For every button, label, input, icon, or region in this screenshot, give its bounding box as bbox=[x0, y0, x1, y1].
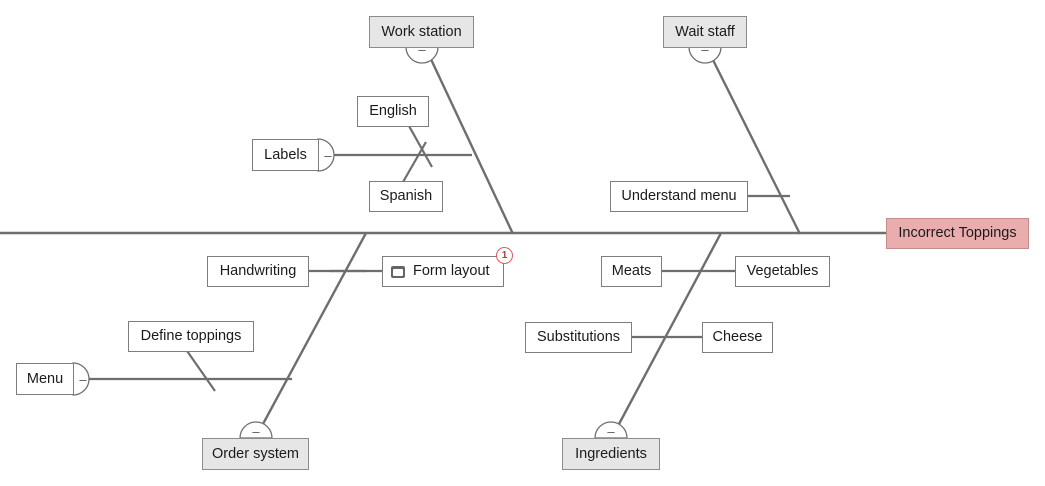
cause-node-meats[interactable]: Meats bbox=[601, 256, 662, 287]
subbone-english bbox=[408, 125, 433, 168]
svg-text:–: – bbox=[79, 372, 87, 387]
node-label: Order system bbox=[211, 445, 299, 462]
collapse-ingredients bbox=[594, 421, 628, 439]
node-label: Labels bbox=[264, 146, 307, 163]
subbone-spanish bbox=[402, 141, 427, 183]
comment-count-badge[interactable]: 1 bbox=[496, 247, 513, 264]
cause-node-define-toppings[interactable]: Define toppings bbox=[128, 321, 254, 352]
category-node-wait-staff[interactable]: Wait staff bbox=[663, 16, 747, 48]
bone-ingredients bbox=[617, 232, 723, 425]
node-label: Form layout bbox=[413, 263, 490, 280]
category-node-ingredients[interactable]: Ingredients bbox=[562, 438, 660, 470]
node-label: Ingredients bbox=[575, 445, 647, 462]
node-label: Understand menu bbox=[621, 188, 737, 205]
subbone-define-toppings bbox=[184, 347, 216, 392]
cause-node-spanish[interactable]: Spanish bbox=[369, 181, 443, 212]
collapse-work-station bbox=[405, 46, 439, 64]
cause-node-form-layout[interactable]: Form layout bbox=[382, 256, 504, 287]
node-label: Define toppings bbox=[140, 328, 242, 345]
collapse-labels bbox=[317, 138, 335, 172]
svg-text:–: – bbox=[324, 148, 332, 163]
cause-node-vegetables[interactable]: Vegetables bbox=[735, 256, 830, 287]
collapse-menu bbox=[72, 362, 90, 396]
svg-text:–: – bbox=[607, 424, 615, 439]
category-node-order-system[interactable]: Order system bbox=[202, 438, 309, 470]
node-label: Handwriting bbox=[219, 263, 297, 280]
bone-wait-staff bbox=[710, 57, 802, 235]
note-icon bbox=[391, 265, 405, 278]
bone-order-system bbox=[261, 232, 368, 425]
node-label: Work station bbox=[381, 23, 462, 40]
cause-node-substitutions[interactable]: Substitutions bbox=[525, 322, 632, 353]
collapse-wait-staff bbox=[688, 46, 722, 64]
node-label: Meats bbox=[611, 263, 652, 280]
node-label: Substitutions bbox=[536, 329, 621, 346]
svg-text:–: – bbox=[252, 424, 260, 439]
collapse-order-system bbox=[239, 421, 273, 439]
node-label: Wait staff bbox=[675, 23, 735, 40]
effect-node-incorrect-toppings[interactable]: Incorrect Toppings bbox=[886, 218, 1029, 249]
svg-text:–: – bbox=[701, 42, 709, 57]
cause-node-menu[interactable]: Menu bbox=[16, 363, 74, 395]
node-label: Cheese bbox=[712, 329, 763, 346]
cause-node-cheese[interactable]: Cheese bbox=[702, 322, 773, 353]
node-label: Menu bbox=[26, 370, 64, 387]
cause-node-handwriting[interactable]: Handwriting bbox=[207, 256, 309, 287]
badge-count: 1 bbox=[501, 249, 508, 261]
node-label: Spanish bbox=[379, 188, 433, 205]
cause-node-labels[interactable]: Labels bbox=[252, 139, 319, 171]
node-label: Vegetables bbox=[746, 263, 819, 280]
node-label: English bbox=[369, 103, 417, 120]
bone-work-station bbox=[427, 54, 515, 235]
category-node-work-station[interactable]: Work station bbox=[369, 16, 474, 48]
cause-node-understand-menu[interactable]: Understand menu bbox=[610, 181, 748, 212]
node-label: Incorrect Toppings bbox=[898, 225, 1017, 242]
cause-node-english[interactable]: English bbox=[357, 96, 429, 127]
svg-text:–: – bbox=[418, 42, 426, 57]
